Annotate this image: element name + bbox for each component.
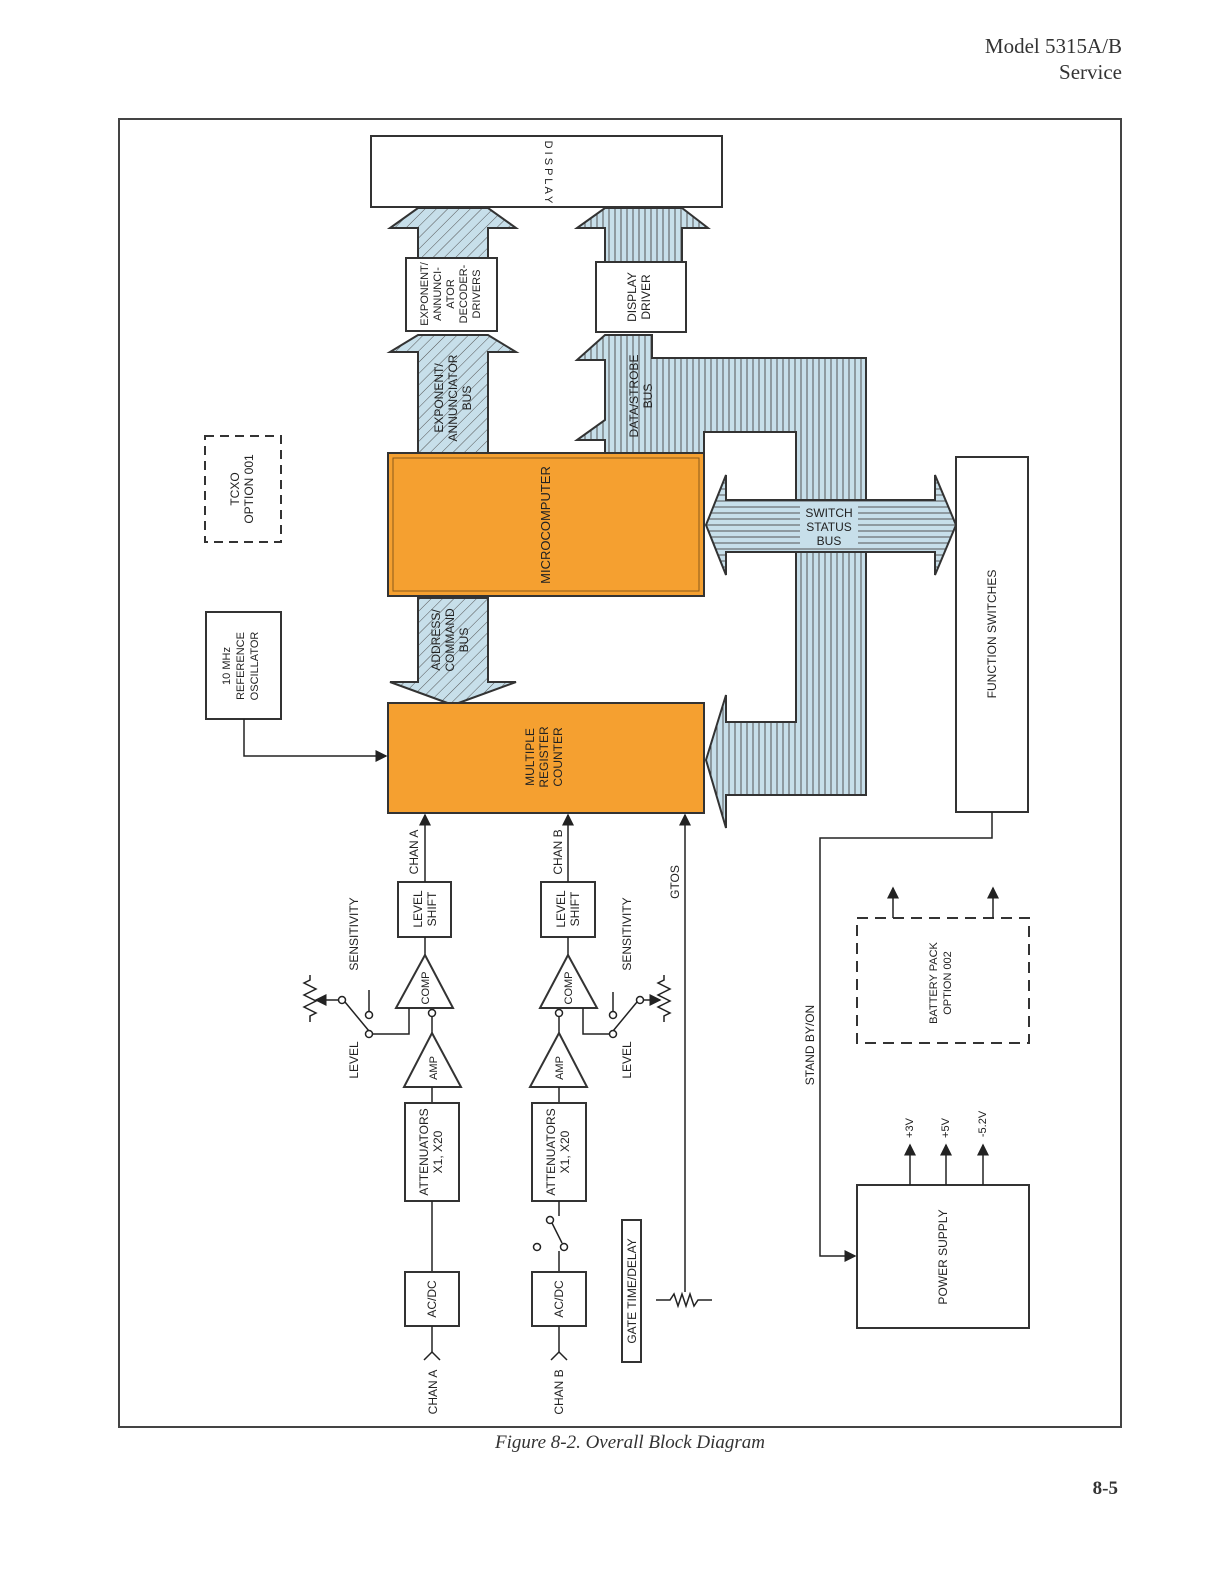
- plus3v-label: +3V: [904, 1117, 916, 1138]
- battery-box: [856, 917, 1030, 1044]
- svg-text:BUS: BUS: [641, 384, 655, 409]
- figure-caption: Figure 8-2. Overall Block Diagram: [495, 1432, 765, 1453]
- power-supply-label: POWER SUPPLY: [936, 1209, 950, 1304]
- stand-by-label: STAND BY/ON: [803, 1005, 817, 1085]
- sensitivity-a-label: SENSITIVITY: [347, 897, 361, 970]
- diagram-frame: [118, 118, 1122, 1428]
- microcomputer-box: [387, 452, 705, 597]
- display-driver-label: DISPLAY DRIVER: [625, 272, 653, 322]
- svg-text:10 MHz: 10 MHz: [221, 647, 233, 685]
- counter-box: [387, 702, 705, 814]
- svg-text:ATOR: ATOR: [445, 279, 457, 309]
- chan-a-signal-label: CHAN A: [407, 830, 421, 875]
- svg-text:LEVEL: LEVEL: [411, 890, 425, 928]
- tcxo-label: TCXO OPTION 001: [228, 454, 256, 524]
- svg-text:OSCILLATOR: OSCILLATOR: [249, 632, 261, 701]
- svg-text:DISPLAY: DISPLAY: [625, 272, 639, 322]
- svg-text:BATTERY PACK: BATTERY PACK: [928, 941, 940, 1023]
- sensitivity-b-label: SENSITIVITY: [620, 897, 634, 970]
- display-driver-box: [595, 261, 687, 333]
- svg-text:DECODER-: DECODER-: [458, 264, 470, 323]
- svg-text:DRIVERS: DRIVERS: [471, 270, 483, 319]
- level-a-label: LEVEL: [347, 1041, 361, 1079]
- svg-text:X1, X20: X1, X20: [431, 1130, 445, 1173]
- comp-a: [394, 952, 455, 1009]
- gtos-label: GTOS: [668, 865, 682, 899]
- ref-osc-label: 10 MHz REFERENCE OSCILLATOR: [221, 632, 261, 701]
- svg-text:ANNUNCI-: ANNUNCI-: [432, 267, 444, 321]
- svg-text:COUNTER: COUNTER: [551, 727, 565, 787]
- power-supply-box: [856, 1184, 1030, 1329]
- address-bus-arrow: [389, 597, 517, 707]
- header-model: Model 5315A/B: [984, 34, 1122, 58]
- svg-text:OPTION 001: OPTION 001: [242, 454, 256, 524]
- level-shift-a: [397, 881, 452, 938]
- chan-b-signal-label: CHAN B: [551, 829, 565, 874]
- svg-text:MULTIPLE: MULTIPLE: [523, 728, 537, 786]
- page-number: 8-5: [1092, 1478, 1118, 1499]
- svg-text:ATTENUATORS: ATTENUATORS: [417, 1108, 431, 1195]
- attenuators-b: [531, 1102, 587, 1202]
- switch-status-bus-label: SWITCH STATUS BUS: [800, 506, 858, 548]
- minus52v-label: -5.2V: [977, 1110, 989, 1137]
- chan-b-input-label: CHAN B: [552, 1369, 566, 1414]
- level-b-label: LEVEL: [620, 1041, 634, 1079]
- svg-text:COMMAND: COMMAND: [443, 608, 457, 672]
- acdc-a: [404, 1271, 460, 1327]
- header-section: Service: [1059, 60, 1122, 84]
- svg-text:EXPONENT/: EXPONENT/: [432, 363, 446, 433]
- function-switches-box: [955, 456, 1029, 813]
- data-strobe-bus-label: DATA/STROBE BUS: [627, 355, 655, 438]
- svg-text:BUS: BUS: [457, 628, 471, 653]
- address-bus-label: ADDRESS/ COMMAND BUS: [429, 608, 471, 672]
- gate-time-label: GATE TIME/DELAY: [625, 1238, 639, 1343]
- svg-text:AMP: AMP: [428, 1056, 440, 1080]
- svg-text:STATUS: STATUS: [806, 520, 852, 534]
- display-label: D I S P L A Y: [542, 141, 554, 204]
- svg-text:COMP: COMP: [563, 972, 575, 1005]
- display-box: [370, 135, 723, 208]
- svg-text:SHIFT: SHIFT: [568, 891, 582, 926]
- svg-text:OPTION 002: OPTION 002: [942, 951, 954, 1015]
- channel-a: LEVEL SHIFT CHAN A COMP AMP ATTENUATORS …: [302, 813, 463, 1415]
- exponent-bus-arrow-up: [386, 207, 520, 259]
- channel-b: LEVEL SHIFT CHAN B COMP AMP ATTENUATORS …: [528, 813, 672, 1415]
- svg-text:REGISTER: REGISTER: [537, 726, 551, 788]
- svg-text:BUS: BUS: [460, 386, 474, 411]
- svg-text:AC/DC: AC/DC: [552, 1280, 566, 1318]
- svg-text:X1, X20: X1, X20: [558, 1130, 572, 1173]
- svg-text:SWITCH: SWITCH: [805, 506, 852, 520]
- svg-text:SHIFT: SHIFT: [425, 891, 439, 926]
- microcomputer-label: MICROCOMPUTER: [538, 466, 553, 584]
- svg-text:ANNUNCIATOR: ANNUNCIATOR: [446, 354, 460, 441]
- svg-text:AC/DC: AC/DC: [425, 1280, 439, 1318]
- svg-text:AMP: AMP: [554, 1056, 566, 1080]
- exponent-driver-label: EXPONENT/ ANNUNCI- ATOR DECODER- DRIVERS: [419, 261, 483, 326]
- level-shift-b: [540, 881, 596, 938]
- svg-text:ADDRESS/: ADDRESS/: [429, 609, 443, 671]
- exponent-bus-label: EXPONENT/ ANNUNCIATOR BUS: [432, 354, 474, 441]
- display-bus-arrow-up: [573, 207, 711, 263]
- svg-text:DATA/STROBE: DATA/STROBE: [627, 355, 641, 438]
- svg-text:ATTENUATORS: ATTENUATORS: [544, 1108, 558, 1195]
- chan-a-input-label: CHAN A: [426, 1370, 440, 1415]
- function-switches-label: FUNCTION SWITCHES: [985, 570, 999, 699]
- svg-text:COMP: COMP: [420, 972, 432, 1005]
- svg-text:EXPONENT/: EXPONENT/: [419, 261, 431, 326]
- gate-time-box: [621, 1219, 642, 1363]
- exponent-driver-box: [405, 257, 498, 332]
- acdc-b: [531, 1271, 587, 1327]
- svg-text:TCXO: TCXO: [228, 472, 242, 505]
- comp-b: [538, 952, 599, 1009]
- tcxo-box: [204, 435, 282, 543]
- battery-label: BATTERY PACK OPTION 002: [928, 941, 954, 1023]
- plus5v-label: +5V: [940, 1117, 952, 1138]
- svg-text:LEVEL: LEVEL: [554, 890, 568, 928]
- counter-label: MULTIPLE REGISTER COUNTER: [523, 726, 565, 788]
- svg-text:BUS: BUS: [817, 534, 842, 548]
- svg-text:REFERENCE: REFERENCE: [235, 632, 247, 700]
- svg-text:DRIVER: DRIVER: [639, 274, 653, 320]
